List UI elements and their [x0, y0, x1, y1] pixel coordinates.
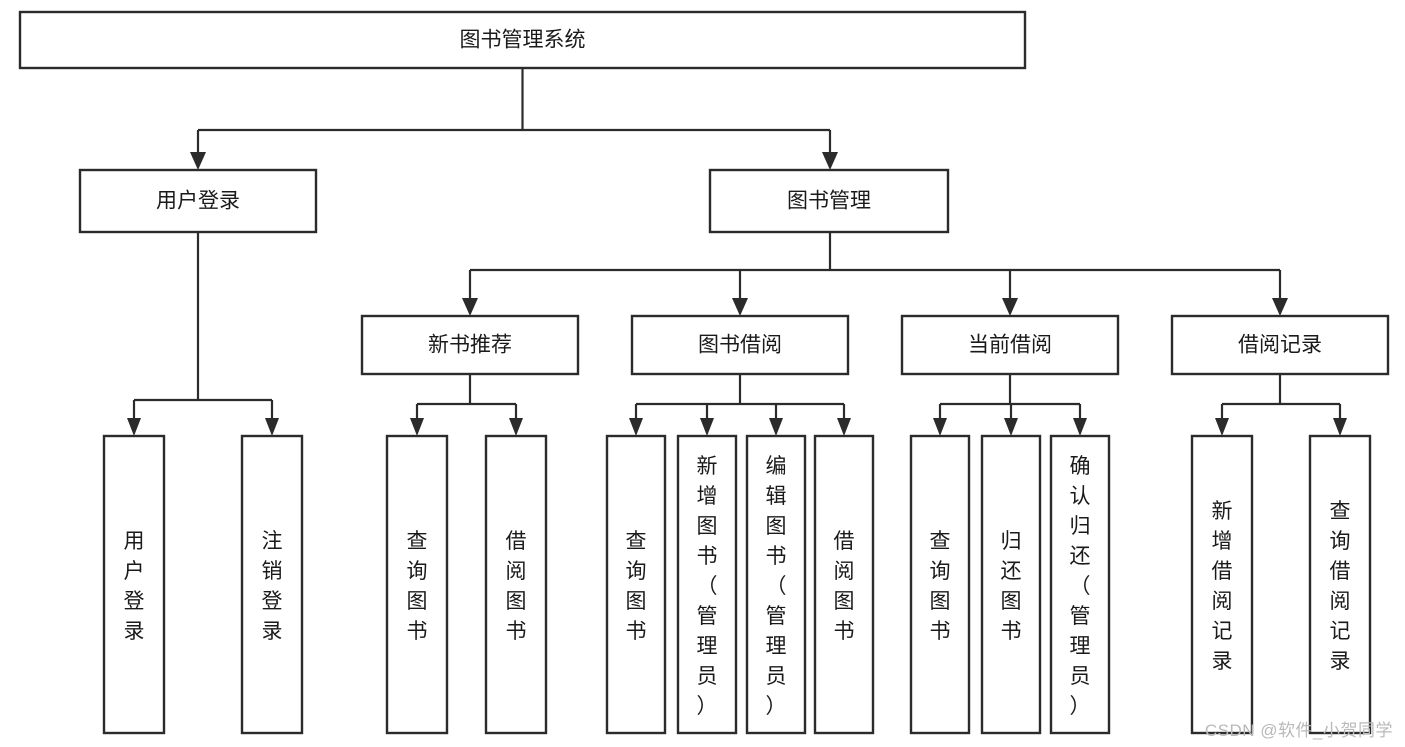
leaf-node-label: 新增图书（管理员） [697, 455, 718, 718]
leaf-node-box[interactable] [102, 434, 166, 735]
leaf-node-label: 新增借阅记录 [1212, 500, 1233, 673]
leaf-node[interactable]: 新增借阅记录 [1190, 434, 1254, 735]
leaf-node[interactable]: 确认归还（管理员） [1049, 434, 1111, 735]
node-borrow-record-box[interactable] [1170, 314, 1390, 376]
leaf-node[interactable]: 借阅图书 [813, 434, 875, 735]
leaf-node-box[interactable] [484, 434, 548, 735]
leaf-node-box[interactable] [385, 434, 449, 735]
node-current-borrow-box[interactable] [900, 314, 1120, 376]
arrowhead-user-login [190, 152, 206, 170]
arrowhead-leaf-5 [629, 418, 643, 436]
arrowhead-leaf-4 [509, 418, 523, 436]
leaf-node-label: 借阅图书 [506, 530, 527, 643]
leaf-group: 用户登录 注销登录 查询图书 借阅图书 查询图书 新增图书（管理员） 编辑图书（管理员） 借阅… [102, 434, 1372, 735]
leaf-node-box[interactable] [676, 434, 738, 735]
leaf-node-box[interactable] [605, 434, 667, 735]
arrowhead-leaf-8 [837, 418, 851, 436]
leaf-node-box[interactable] [745, 434, 807, 735]
node-root-box[interactable] [18, 10, 1027, 70]
leaf-node[interactable]: 用户登录 [102, 434, 166, 735]
node-book-management[interactable]: 图书管理 [708, 168, 950, 234]
leaf-node-label: 确认归还（管理员） [1070, 455, 1091, 718]
arrowhead-borrow [732, 298, 748, 316]
level2-group: 用户登录 图书管理 [78, 168, 950, 234]
node-borrow-record-label: 借阅记录 [1238, 334, 1322, 357]
leaf-node-label: 查询图书 [626, 530, 647, 643]
arrowhead-leaf-6 [700, 418, 714, 436]
node-book-borrow-box[interactable] [630, 314, 850, 376]
leaf-node-box[interactable] [1049, 434, 1111, 735]
leaf-node[interactable]: 查询借阅记录 [1308, 434, 1372, 735]
node-user-login-box[interactable] [78, 168, 318, 234]
leaf-node[interactable]: 归还图书 [980, 434, 1042, 735]
node-borrow-record[interactable]: 借阅记录 [1170, 314, 1390, 376]
node-new-book-recommend-label: 新书推荐 [428, 334, 512, 357]
node-book-borrow-label: 图书借阅 [698, 334, 782, 357]
leaf-node-label: 注销登录 [262, 530, 283, 643]
leaf-node[interactable]: 查询图书 [909, 434, 971, 735]
leaf-node-box[interactable] [980, 434, 1042, 735]
arrowhead-book-mgmt [822, 152, 838, 170]
leaf-node-label: 编辑图书（管理员） [766, 455, 787, 718]
leaf-node[interactable]: 查询图书 [385, 434, 449, 735]
arrowhead-leaf-2 [265, 418, 279, 436]
arrowhead-leaf-9 [933, 418, 947, 436]
leaf-node-box[interactable] [1308, 434, 1372, 735]
node-user-login-label: 用户登录 [156, 190, 240, 213]
node-book-borrow[interactable]: 图书借阅 [630, 314, 850, 376]
leaf-node-box[interactable] [813, 434, 875, 735]
node-new-book-recommend[interactable]: 新书推荐 [360, 314, 580, 376]
node-root[interactable]: 图书管理系统 [18, 10, 1027, 70]
arrowhead-leaf-3 [410, 418, 424, 436]
leaf-node[interactable]: 借阅图书 [484, 434, 548, 735]
leaf-node[interactable]: 查询图书 [605, 434, 667, 735]
node-book-management-box[interactable] [708, 168, 950, 234]
level3-group: 新书推荐 图书借阅 当前借阅 借阅记录 [360, 314, 1390, 376]
arrowhead-leaf-7 [769, 418, 783, 436]
arrowhead-borrow-record [1272, 298, 1288, 316]
arrowhead-leaf-12 [1215, 418, 1229, 436]
arrowhead-leaf-13 [1333, 418, 1347, 436]
connector-layer [127, 68, 1347, 436]
node-new-book-recommend-box[interactable] [360, 314, 580, 376]
leaf-node-label: 用户登录 [124, 530, 145, 643]
arrowhead-leaf-1 [127, 418, 141, 436]
leaf-node-box[interactable] [240, 434, 304, 735]
leaf-node-label: 查询借阅记录 [1330, 500, 1351, 673]
arrowhead-current-borrow [1002, 298, 1018, 316]
leaf-node-box[interactable] [1190, 434, 1254, 735]
leaf-node[interactable]: 编辑图书（管理员） [745, 434, 807, 735]
arrowhead-new-book [462, 298, 478, 316]
leaf-node-box[interactable] [909, 434, 971, 735]
arrowhead-leaf-10 [1004, 418, 1018, 436]
node-current-borrow-label: 当前借阅 [968, 334, 1052, 357]
arrowhead-leaf-11 [1073, 418, 1087, 436]
node-book-management-label: 图书管理 [787, 190, 871, 213]
leaf-node[interactable]: 新增图书（管理员） [676, 434, 738, 735]
leaf-node-label: 借阅图书 [834, 530, 855, 643]
leaf-node[interactable]: 注销登录 [240, 434, 304, 735]
node-current-borrow[interactable]: 当前借阅 [900, 314, 1120, 376]
leaf-node-label: 查询图书 [930, 530, 951, 643]
node-root-label: 图书管理系统 [460, 29, 586, 52]
leaf-node-label: 查询图书 [407, 530, 428, 643]
node-user-login[interactable]: 用户登录 [78, 168, 318, 234]
leaf-node-label: 归还图书 [1001, 530, 1022, 643]
